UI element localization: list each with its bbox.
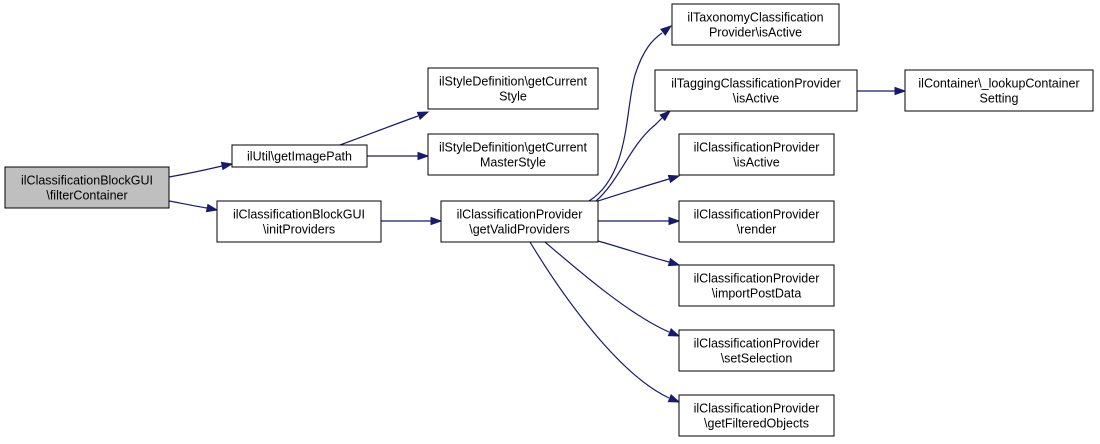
node-box[interactable] [678, 329, 835, 372]
node-label-line: \render [737, 223, 777, 237]
node-label-line: ilStyleDefinition\getCurrent [439, 141, 588, 155]
node-label-line: MasterStyle [480, 156, 546, 170]
edge-getValidProviders-to-providerIsActive [597, 174, 681, 202]
edge-initProviders-to-getValidProviders [381, 216, 443, 226]
node-label-line: ilContainer\_lookupContainer [918, 77, 1079, 91]
arrowhead-icon [416, 111, 430, 120]
arrowhead-icon [430, 216, 443, 226]
arrowhead-icon [894, 86, 907, 96]
node-providerRender[interactable]: ilClassificationProvider\render [678, 200, 835, 243]
node-label-line: ilTaggingClassificationProvider [671, 77, 841, 91]
edge-getValidProviders-to-providerGetFilteredObjects [529, 241, 681, 403]
node-providerGetFilteredObjects[interactable]: ilClassificationProvider\getFilteredObje… [678, 394, 835, 437]
edge-getValidProviders-to-taxonomyIsActive [588, 25, 673, 202]
node-taxonomyIsActive[interactable]: ilTaxonomyClassificationProvider\isActiv… [671, 3, 840, 46]
node-box[interactable] [440, 200, 599, 243]
node-box[interactable] [427, 67, 599, 110]
edges-layer [168, 25, 907, 403]
arrowhead-icon [667, 394, 681, 403]
node-label-line: Setting [980, 92, 1019, 106]
node-label-line: ilClassificationProvider [694, 141, 820, 155]
edge-getValidProviders-to-providerImportPostData [597, 240, 681, 267]
node-providerImportPostData[interactable]: ilClassificationProvider\importPostData [678, 264, 835, 307]
node-initProviders[interactable]: ilClassificationBlockGUI\initProviders [216, 200, 382, 243]
arrowhead-icon [220, 161, 234, 171]
node-getImagePath[interactable]: ilUtil\getImagePath [231, 144, 368, 168]
edge-line [544, 241, 670, 333]
node-label-line: \getFilteredObjects [704, 417, 809, 431]
edge-getImagePath-to-getCurrentStyle [339, 111, 430, 146]
node-label-line: ilClassificationBlockGUI [233, 208, 365, 222]
node-label-line: ilUtil\getImagePath [247, 150, 352, 164]
node-label-line: \isActive [733, 156, 780, 170]
edge-line [597, 240, 670, 263]
node-box[interactable] [904, 69, 1094, 112]
node-providerSetSelection[interactable]: ilClassificationProvider\setSelection [678, 329, 835, 372]
node-box[interactable] [427, 133, 599, 176]
node-box[interactable] [231, 144, 368, 168]
arrowhead-icon [668, 216, 681, 226]
edge-line [168, 200, 208, 209]
node-label-line: Style [499, 90, 527, 104]
node-label-line: ilTaxonomyClassification [687, 11, 823, 25]
edge-line [595, 117, 663, 202]
node-box[interactable] [654, 69, 858, 112]
edge-filterContainer-to-getImagePath [168, 161, 234, 178]
node-label-line: ilClassificationProvider [694, 402, 820, 416]
arrowhead-icon [659, 110, 672, 122]
arrowhead-icon [205, 203, 219, 213]
node-label-line: \setSelection [721, 352, 793, 366]
node-box[interactable] [678, 264, 835, 307]
node-label-line: ilClassificationProvider [457, 208, 583, 222]
node-taggingIsActive[interactable]: ilTaggingClassificationProvider\isActive [654, 69, 858, 112]
node-label-line: ilStyleDefinition\getCurrent [439, 75, 588, 89]
node-label-line: ilClassificationProvider [694, 337, 820, 351]
edge-line [168, 165, 223, 178]
node-box[interactable] [678, 133, 835, 176]
node-label-line: \initProviders [263, 223, 335, 237]
edge-line [597, 178, 670, 202]
node-box[interactable] [678, 394, 835, 437]
node-box[interactable] [216, 200, 382, 243]
node-label-line: \filterContainer [46, 189, 127, 203]
nodes-layer: ilClassificationBlockGUI\filterContainer… [4, 3, 1094, 437]
edge-line [588, 32, 663, 202]
node-getValidProviders[interactable]: ilClassificationProvider\getValidProvide… [440, 200, 599, 243]
node-label-line: ilClassificationProvider [694, 272, 820, 286]
arrowhead-icon [667, 257, 681, 267]
edge-line [339, 115, 419, 146]
edge-getImagePath-to-getCurrentMasterStyle [366, 151, 430, 161]
node-label-line: \getValidProviders [469, 223, 570, 237]
arrowhead-icon [667, 174, 681, 184]
node-filterContainer[interactable]: ilClassificationBlockGUI\filterContainer [4, 166, 170, 209]
node-label-line: \isActive [733, 92, 780, 106]
node-label-line: Provider\isActive [709, 26, 802, 40]
arrowhead-icon [667, 328, 681, 337]
edge-taggingIsActive-to-lookupContainerSetting [857, 86, 907, 96]
node-box[interactable] [678, 200, 835, 243]
arrowhead-icon [417, 151, 430, 161]
node-label-line: \importPostData [712, 287, 802, 301]
node-providerIsActive[interactable]: ilClassificationProvider\isActive [678, 133, 835, 176]
node-box[interactable] [671, 3, 840, 46]
edge-line [529, 241, 670, 399]
node-label-line: ilClassificationBlockGUI [21, 174, 153, 188]
edge-getValidProviders-to-taggingIsActive [595, 110, 672, 202]
edge-filterContainer-to-initProviders [168, 200, 219, 213]
edge-getValidProviders-to-providerRender [598, 216, 681, 226]
arrowhead-icon [660, 25, 673, 36]
edge-getValidProviders-to-providerSetSelection [544, 241, 681, 337]
node-box[interactable] [4, 166, 170, 209]
node-label-line: ilClassificationProvider [694, 208, 820, 222]
